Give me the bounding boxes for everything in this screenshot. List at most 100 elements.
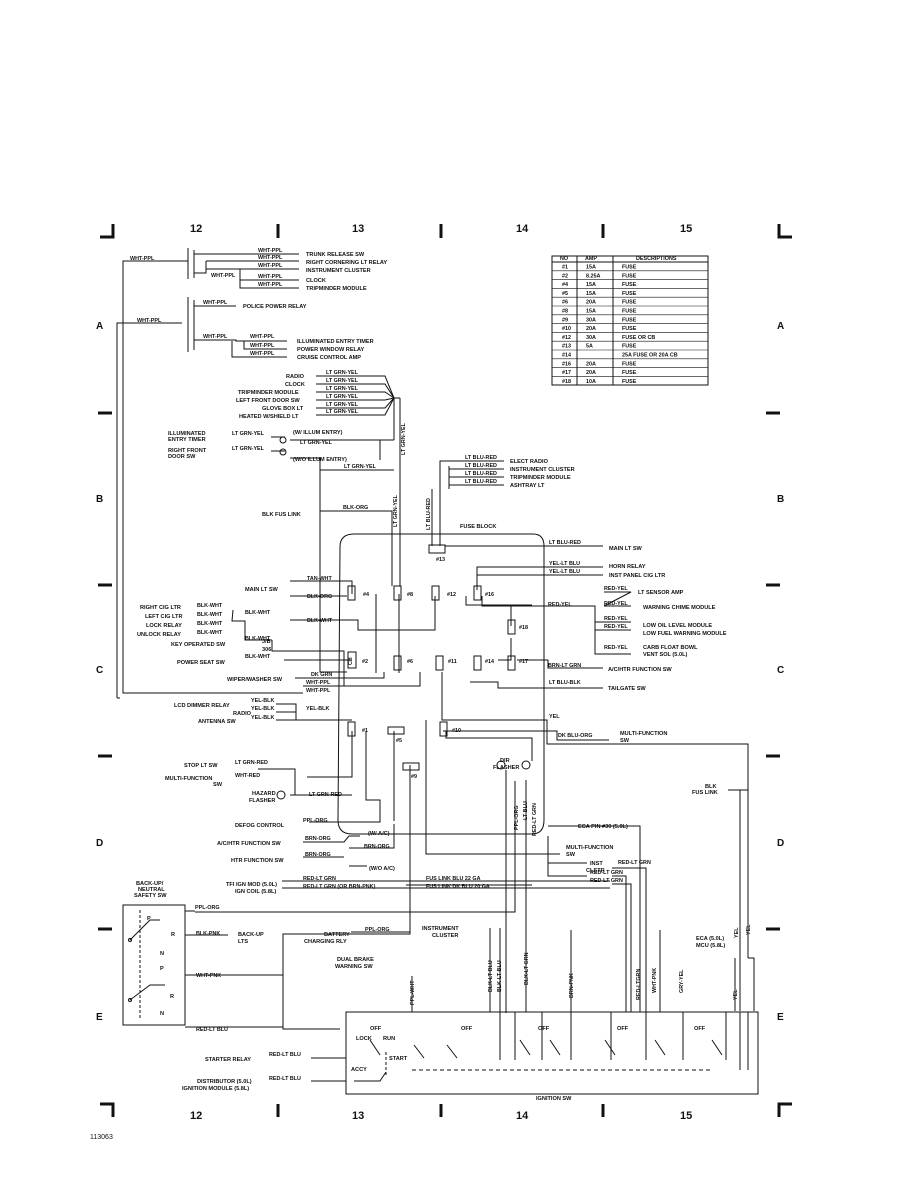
wire-label: BLK-ORG <box>307 594 332 600</box>
left-cig-label: LEFT CIG LTR <box>145 614 183 620</box>
fuse-table-cell: 20A <box>586 326 596 332</box>
fuse-id: #6 <box>407 659 413 665</box>
wires-main <box>116 248 759 1095</box>
fuse-block-label: FUSE BLOCK <box>460 524 496 530</box>
low-fuel-label: LOW FUEL WARNING MODULE <box>643 631 727 637</box>
wire-label: RED-YEL <box>604 624 628 630</box>
multi-function-label-mid: SW <box>566 852 576 858</box>
wire-label: RED-LT GRN <box>590 878 623 884</box>
wire-label: WHT-PPL <box>203 334 228 340</box>
wire-label: LT GRN-YEL <box>326 378 359 384</box>
fuse-table-cell: 5A <box>586 344 593 350</box>
antenna-label: ANTENNA SW <box>198 719 236 725</box>
fuse-table-cell: 20A <box>586 361 596 367</box>
fuse-table-cell: 30A <box>586 317 596 323</box>
wire-label-vertical: LT BLU-RED <box>426 498 432 530</box>
cruise-control-label: CRUISE CONTROL AMP <box>297 355 361 361</box>
blk-fus-link-label: BLK FUS LINK <box>262 512 301 518</box>
wire-label: LT BLU-BLK <box>549 680 581 686</box>
wiper-washer-label: WIPER/WASHER SW <box>227 677 283 683</box>
col-13-top: 13 <box>352 223 364 235</box>
switch-off-label: OFF <box>461 1026 473 1032</box>
fuse-id: #4 <box>363 592 369 598</box>
ignition-sw-label: IGNITION SW <box>536 1096 572 1102</box>
htr-function-label: HTR FUNCTION SW <box>231 858 284 864</box>
wire-label: LT GRN-YEL <box>232 446 265 452</box>
blk-fus-link-label-right: BLK <box>705 784 717 790</box>
col-15-bottom: 15 <box>680 1110 692 1122</box>
radio-label: RADIO <box>286 374 305 380</box>
wire-label-vertical: LT GRN-YEL <box>393 494 399 527</box>
fuse-table-cell: 8.25A <box>586 273 600 279</box>
switch-position-r: R <box>170 994 174 1000</box>
fuse-id: #17 <box>519 659 528 665</box>
fuse-id: #13 <box>436 557 445 563</box>
carb-float-label: CARB FLOAT BOWL <box>643 645 698 651</box>
blk-fus-link-label-right: FUS LINK <box>692 790 718 796</box>
key-operated-label: KEY OPERATED SW <box>171 642 226 648</box>
fuse-table-cell: #1 <box>562 265 568 271</box>
fuse-table-cell: 15A <box>586 265 596 271</box>
row-letters: A B C D E A B C D E <box>96 321 784 1023</box>
instrument-cluster-label-bottom: CLUSTER <box>432 933 458 939</box>
wire-label: DK BLU-ORG <box>558 733 592 739</box>
fuse-table-cell: #14 <box>562 353 571 359</box>
wire-label: BRN-LT GRN <box>548 663 581 669</box>
hazard-flasher-label: HAZARD <box>252 791 276 797</box>
wire-label: BRN-ORG <box>364 844 390 850</box>
wire-wht-ppl-main: WHT-PPL <box>130 256 155 262</box>
right-cornering-label: RIGHT CORNERING LT RELAY <box>306 260 387 266</box>
switch-position-r: R <box>171 932 175 938</box>
wire-label: RED-LT GRN <box>590 870 623 876</box>
wire-label: RED-LT BLU <box>269 1052 301 1058</box>
wire-label-vertical: BLK-LT BLU <box>497 960 503 992</box>
wire-label: BRN-ORG <box>305 852 331 858</box>
dir-flasher-label: DIR <box>500 758 510 764</box>
wire-label: LT BLU-RED <box>465 471 497 477</box>
fuse-id: #16 <box>485 592 494 598</box>
lt-sensor-amp-label: LT SENSOR AMP <box>638 590 684 596</box>
wire-label: RED-LT BLU <box>196 1027 228 1033</box>
illuminated-entry-label: ILLUMINATED ENTRY TIMER <box>297 339 374 345</box>
backup-sw-label: NEUTRAL <box>138 887 165 893</box>
with-illum-entry-label: (W/ ILLUM ENTRY) <box>293 430 343 436</box>
illuminated-entry-timer-label: ILLUMINATED <box>168 431 206 437</box>
row-e-right: E <box>777 1012 784 1023</box>
ac-htr-function-label: A/C/HTR FUNCTION SW <box>608 667 672 673</box>
document-id: 113063 <box>90 1134 113 1141</box>
tfi-ign-mod-label: TFI IGN MOD (5.0L) <box>226 882 277 888</box>
fuse-table-cell: FUSE <box>622 344 637 350</box>
row-b-left: B <box>96 494 103 505</box>
wire-label: BLK-WHT <box>245 610 271 616</box>
fuse-table-cell: 25A FUSE OR 20A CB <box>622 353 678 359</box>
wire-label: RED-LT GRN (OR BRN-PNK) <box>303 884 376 890</box>
wire-label: WHT-PPL <box>258 248 283 254</box>
inst-clstr-label: CLSTR <box>586 868 605 874</box>
lcd-dimmer-label: LCD DIMMER RELAY <box>174 703 230 709</box>
column-numbers: 12 13 14 15 12 13 14 15 <box>190 223 692 1122</box>
fuse-table-header: NO <box>560 256 568 262</box>
wire-label: LT GRN-YEL <box>326 370 359 376</box>
row-c-right: C <box>777 665 784 676</box>
fuse-table-cell: FUSE <box>622 291 637 297</box>
wire-label-vertical: GRY-YEL <box>679 969 685 993</box>
wire-label-vertical: RED-LTGRN <box>636 969 642 1000</box>
main-lt-sw-label-left: MAIN LT SW <box>245 587 279 593</box>
row-a-left: A <box>96 321 103 332</box>
fuse-table-cell: #18 <box>562 379 571 385</box>
wire-label: LT GRN-YEL <box>326 402 359 408</box>
backup-switch-contacts <box>128 910 165 1020</box>
fuse-table-cell: FUSE <box>622 265 637 271</box>
wire-label-vertical: YEL <box>746 924 752 935</box>
col-14-top: 14 <box>516 223 529 235</box>
wire-label: WHT-PPL <box>306 680 331 686</box>
wire-label: FUS LINK BLU 22 GA <box>426 876 481 882</box>
fuse-table-cell: #8 <box>562 309 568 315</box>
ign-coil-label: IGN COIL (5.8L) <box>235 889 276 895</box>
row-d-left: D <box>96 838 103 849</box>
fuse-table-cell: #13 <box>562 344 571 350</box>
radio-label-2: RADIO <box>233 711 252 717</box>
wire-label: LT BLU-RED <box>465 463 497 469</box>
